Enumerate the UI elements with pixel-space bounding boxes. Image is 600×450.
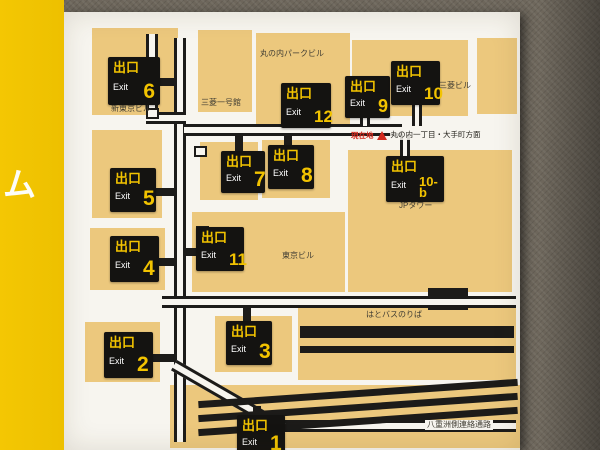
corridor-stub-exit10b bbox=[400, 134, 410, 158]
label-hato-bus: はとバスのりば bbox=[366, 310, 422, 319]
exit-en-label: Exit bbox=[113, 82, 129, 93]
corridor-mid-horizontal bbox=[162, 296, 516, 308]
label-mitsubishi: 三菱ビル bbox=[439, 81, 471, 90]
exit-en-label: Exit bbox=[226, 173, 242, 184]
exit-en-label: Exit bbox=[286, 106, 302, 117]
exit-badge-6: 出口 Exit 6 bbox=[108, 57, 160, 105]
stub-exit3 bbox=[243, 306, 251, 323]
current-location-marker: 現在地 丸の内一丁目・大手町方面 bbox=[351, 130, 482, 140]
label-shin-tokyo: 新東京ビル bbox=[111, 104, 151, 113]
sign-frame-left: ム bbox=[0, 0, 64, 450]
exit-jp-label: 出口 bbox=[231, 324, 258, 339]
wall-shadow bbox=[540, 0, 600, 450]
bus-bay-bar bbox=[300, 346, 514, 353]
exit-number: 2 bbox=[137, 353, 149, 377]
label-jp-tower: JPタワー bbox=[399, 201, 433, 210]
exit-en-label: Exit bbox=[242, 437, 258, 448]
exit-jp-label: 出口 bbox=[113, 60, 140, 75]
exit-jp-label: 出口 bbox=[273, 148, 300, 163]
building-mitsubishi-ichigokan bbox=[198, 30, 252, 112]
label-mitsubishi-ichigokan: 三菱一号館 bbox=[201, 98, 241, 107]
stub-exit8 bbox=[284, 136, 292, 147]
exit-en-label: Exit bbox=[273, 168, 289, 179]
exit-number: 10-b bbox=[419, 173, 438, 200]
passage-node bbox=[146, 108, 159, 119]
exit-en-label: Exit bbox=[109, 356, 125, 367]
exit-en-label: Exit bbox=[396, 84, 412, 95]
exit-number: 6 bbox=[143, 80, 155, 104]
exit-number: 8 bbox=[301, 164, 313, 188]
exit-badge-7: 出口 Exit 7 bbox=[221, 151, 266, 193]
exit-jp-label: 出口 bbox=[396, 64, 423, 79]
label-tokyo-building: 東京ビル bbox=[282, 251, 314, 260]
exit-map-panel: 丸の内パークビル 三菱一号館 新東京ビル 三菱ビル JPタワー 東京ビル はとバ… bbox=[63, 12, 520, 450]
exit-number: 12 bbox=[314, 106, 333, 126]
exit-badge-4: 出口 Exit 4 bbox=[110, 236, 159, 282]
exit-en-label: Exit bbox=[391, 180, 407, 191]
exit-badge-8: 出口 Exit 8 bbox=[268, 145, 314, 189]
exit-badge-9: 出口 Exit 9 bbox=[345, 76, 390, 118]
building-northeast-corner bbox=[477, 38, 517, 114]
exit-number: 9 bbox=[378, 95, 389, 116]
exit-badge-3: 出口 Exit 3 bbox=[226, 321, 272, 365]
current-location-text: 現在地 bbox=[351, 131, 374, 140]
exit-en-label: Exit bbox=[115, 191, 131, 202]
frame-partial-text: ム bbox=[3, 166, 36, 203]
exit-number: 7 bbox=[254, 168, 266, 192]
exit-number: 4 bbox=[143, 257, 155, 281]
exit-badge-5: 出口 Exit 5 bbox=[110, 168, 156, 212]
exit-badge-10b: 出口 Exit 10-b bbox=[386, 156, 444, 202]
stub-exit11 bbox=[184, 248, 198, 256]
current-location-triangle-icon bbox=[376, 130, 387, 140]
stub-exit6 bbox=[160, 78, 176, 86]
passage-node bbox=[194, 146, 207, 157]
stub-exit7 bbox=[235, 136, 243, 153]
exit-jp-label: 出口 bbox=[109, 335, 136, 350]
stub-exit5 bbox=[156, 188, 176, 196]
bus-bay-bar bbox=[300, 326, 514, 338]
exit-number: 5 bbox=[143, 187, 155, 211]
corridor-main-vertical bbox=[174, 38, 186, 442]
exit-jp-label: 出口 bbox=[350, 79, 377, 94]
stub-exit2 bbox=[153, 354, 176, 362]
exit-jp-label: 出口 bbox=[286, 86, 313, 101]
exit-jp-label: 出口 bbox=[242, 418, 269, 433]
exit-badge-12: 出口 Exit 12 bbox=[281, 83, 333, 128]
exit-en-label: Exit bbox=[115, 260, 131, 271]
exit-number: 3 bbox=[259, 340, 271, 364]
exit-en-label: Exit bbox=[231, 344, 247, 355]
exit-jp-label: 出口 bbox=[115, 239, 142, 254]
exit-jp-label: 出口 bbox=[115, 171, 142, 186]
bus-area-block bbox=[298, 306, 516, 380]
exit-badge-10: 出口 Exit 10 bbox=[391, 61, 443, 105]
exit-number: 11 bbox=[229, 249, 247, 269]
direction-text: 丸の内一丁目・大手町方面 bbox=[389, 130, 482, 140]
exit-jp-label: 出口 bbox=[226, 154, 253, 169]
exit-en-label: Exit bbox=[350, 98, 366, 109]
label-marunouchi-park: 丸の内パークビル bbox=[260, 49, 324, 58]
exit-badge-1: 出口 Exit 1 bbox=[237, 415, 285, 450]
corridor-stub-exit10 bbox=[412, 98, 422, 126]
exit-en-label: Exit bbox=[201, 250, 217, 261]
stub-exit4 bbox=[159, 258, 176, 266]
exit-badge-11: 出口 Exit 11 bbox=[196, 227, 247, 271]
exit-number: 10 bbox=[424, 83, 443, 103]
exit-number: 1 bbox=[270, 432, 282, 450]
exit-badge-2: 出口 Exit 2 bbox=[104, 332, 153, 378]
exit-jp-label: 出口 bbox=[201, 230, 228, 245]
label-yaesu-passage: 八重洲側連絡通路 bbox=[425, 420, 493, 430]
exit-jp-label: 出口 bbox=[391, 159, 418, 174]
